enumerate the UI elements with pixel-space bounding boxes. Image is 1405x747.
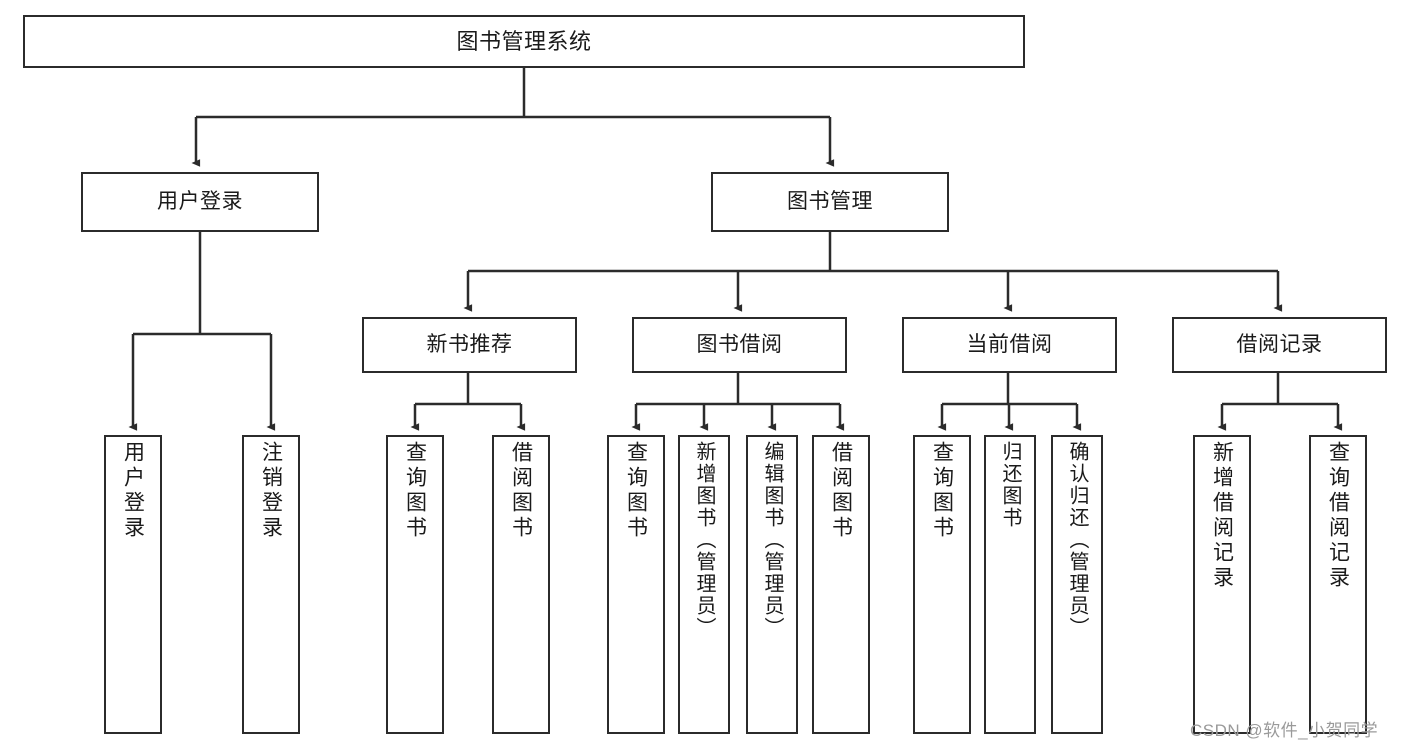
leaf-current-borrow-return[interactable]: 归还图书 <box>984 435 1036 734</box>
node-root-system[interactable]: 图书管理系统 <box>23 15 1025 68</box>
node-label: 新书推荐 <box>426 332 513 356</box>
leaf-current-borrow-confirm-return[interactable]: 确认归还（管理员） <box>1051 435 1103 734</box>
leaf-book-borrow-query[interactable]: 查询图书 <box>607 435 665 734</box>
csdn-watermark: CSDN @软件_小贺同学 <box>1190 721 1379 740</box>
node-label: 编辑图书（管理员） <box>761 441 783 639</box>
leaf-user-login-logout[interactable]: 注销登录 <box>242 435 300 734</box>
node-current-borrow[interactable]: 当前借阅 <box>902 317 1117 373</box>
node-label: 查询图书 <box>624 441 648 541</box>
leaf-borrow-record-add[interactable]: 新增借阅记录 <box>1193 435 1251 734</box>
node-book-borrow[interactable]: 图书借阅 <box>632 317 847 373</box>
node-label: 用户登录 <box>157 189 243 213</box>
node-label: 查询图书 <box>930 441 954 541</box>
node-label: 图书借阅 <box>696 332 783 356</box>
node-label: 新增图书（管理员） <box>693 441 715 639</box>
leaf-current-borrow-query[interactable]: 查询图书 <box>913 435 971 734</box>
leaf-book-borrow-edit[interactable]: 编辑图书（管理员） <box>746 435 798 734</box>
node-label: 借阅图书 <box>829 441 853 541</box>
node-label: 注销登录 <box>259 441 283 541</box>
node-label: 图书管理 <box>787 189 873 213</box>
node-label: 图书管理系统 <box>456 28 592 54</box>
leaf-borrow-record-query[interactable]: 查询借阅记录 <box>1309 435 1367 734</box>
node-label: 当前借阅 <box>966 332 1053 356</box>
leaf-book-borrow-borrow[interactable]: 借阅图书 <box>812 435 870 734</box>
node-borrow-record[interactable]: 借阅记录 <box>1172 317 1387 373</box>
node-book-management[interactable]: 图书管理 <box>711 172 949 232</box>
node-label: 借阅图书 <box>509 441 533 541</box>
node-label: 查询图书 <box>403 441 427 541</box>
node-label: 确认归还（管理员） <box>1066 441 1088 639</box>
node-label: 借阅记录 <box>1236 332 1323 356</box>
leaf-new-book-query[interactable]: 查询图书 <box>386 435 444 734</box>
node-user-login[interactable]: 用户登录 <box>81 172 319 232</box>
leaf-book-borrow-add[interactable]: 新增图书（管理员） <box>678 435 730 734</box>
node-label: 归还图书 <box>999 441 1021 529</box>
node-label: 用户登录 <box>121 441 145 541</box>
node-label: 查询借阅记录 <box>1326 441 1350 591</box>
leaf-new-book-borrow[interactable]: 借阅图书 <box>492 435 550 734</box>
node-new-book-recommend[interactable]: 新书推荐 <box>362 317 577 373</box>
leaf-user-login-login[interactable]: 用户登录 <box>104 435 162 734</box>
node-label: 新增借阅记录 <box>1210 441 1234 591</box>
